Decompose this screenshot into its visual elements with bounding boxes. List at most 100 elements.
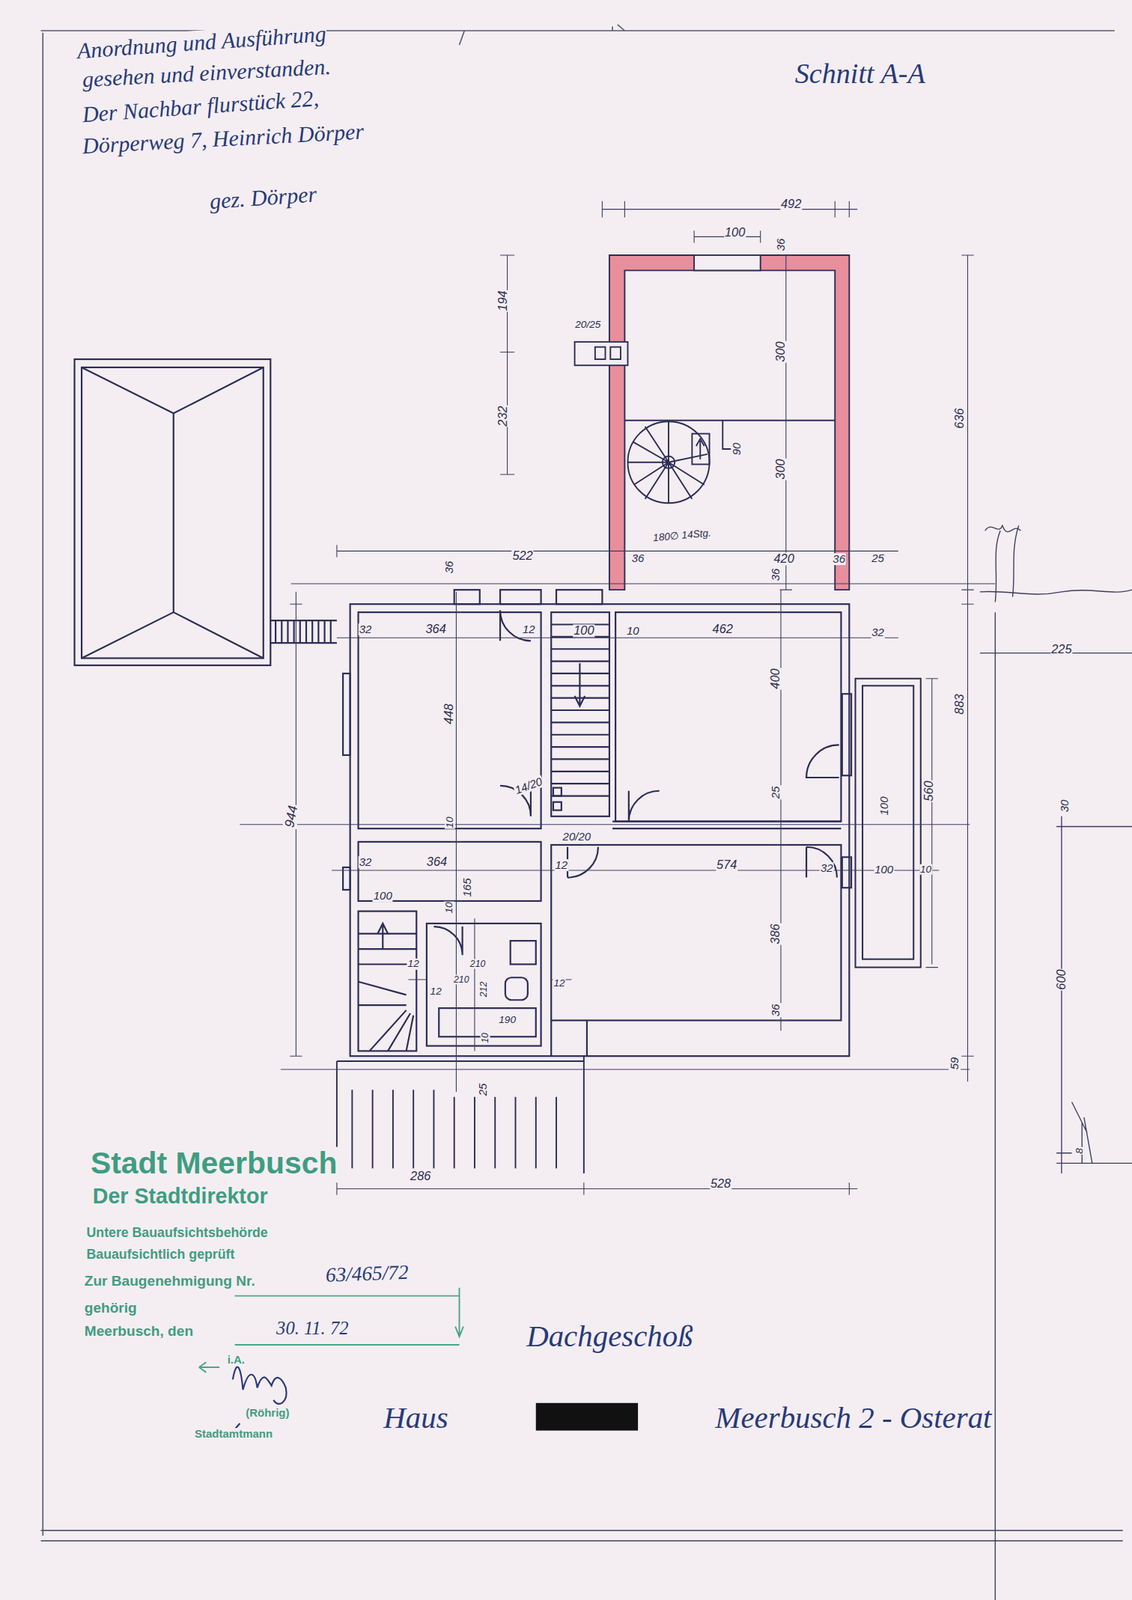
house-walls-part — [342, 673, 351, 756]
dimension-number: 522 — [511, 549, 534, 563]
stair-tower-part — [610, 347, 621, 360]
paper-edges-part — [41, 30, 1124, 1542]
dimension-lines-part — [336, 631, 899, 644]
house-walls-part — [551, 1020, 587, 1057]
dimension-number: 12 — [521, 623, 537, 636]
handwritten-note: 63/465/72 — [324, 1262, 409, 1287]
dimension-number: 420 — [772, 553, 795, 566]
stamp-text: Untere Bauaufsichtsbehörde — [86, 1226, 269, 1241]
house-walls-part — [806, 847, 838, 879]
stamp-text: gehörig — [83, 1301, 138, 1317]
dimension-number: 600 — [1054, 968, 1068, 991]
dimension-number: 100 — [372, 890, 394, 903]
house-walls-part — [628, 791, 660, 823]
house-walls-part — [358, 911, 418, 1052]
dimension-number: 32 — [819, 862, 835, 875]
paper-edges — [41, 24, 1124, 1542]
dimension-lines-part — [336, 1182, 858, 1195]
dimension-number: 194 — [497, 290, 510, 313]
stair-tower-part — [696, 438, 705, 459]
terrace-hatch-part — [351, 1090, 557, 1169]
house-walls-part — [551, 845, 841, 1022]
dimension-lines-part — [780, 255, 793, 590]
dimension-number: 364 — [425, 623, 447, 637]
dimension-number: 20/25 — [574, 318, 602, 330]
house-walls — [342, 589, 852, 1057]
dimension-lines-part — [961, 255, 974, 1082]
stamp-text: Meerbusch, den — [83, 1324, 194, 1340]
house-walls-part — [358, 842, 542, 902]
dimension-number: 210 — [452, 974, 470, 985]
house-walls-part — [806, 744, 840, 778]
stamp-text: Der Stadtdirektor — [92, 1185, 269, 1208]
handwritten-note: Haus — [382, 1403, 449, 1436]
stair-tower-part — [691, 434, 709, 465]
house-walls-part — [433, 926, 462, 956]
garage-part — [270, 620, 337, 644]
dimension-number: 286 — [409, 1170, 432, 1183]
handwritten-note: gesehen und einverstanden. — [80, 54, 332, 92]
stair-tower — [574, 255, 850, 590]
dimension-number: 12 — [553, 978, 566, 990]
dimension-number: 100 — [723, 226, 746, 239]
dimension-number: 400 — [769, 667, 783, 690]
dimension-lines-part — [601, 201, 858, 218]
dimension-number: 12 — [429, 986, 443, 998]
balcony-part — [862, 685, 914, 960]
dimension-number: 210 — [469, 959, 486, 970]
handwritten-note: gez. Dörper — [208, 181, 319, 214]
house-walls-part — [505, 977, 528, 1001]
paper-edges-part — [459, 24, 626, 45]
dimension-number: 36 — [443, 560, 456, 575]
dimension-lines-part — [331, 864, 939, 877]
balcony-part — [855, 679, 921, 969]
balcony — [855, 679, 921, 969]
stair-tower-part — [694, 255, 761, 271]
garage-part — [81, 367, 264, 659]
house-walls-part — [377, 923, 388, 950]
dimension-number: 32 — [358, 623, 373, 636]
dimension-number: 25 — [769, 786, 782, 801]
dimension-number: 90 — [730, 442, 743, 457]
house-walls-part — [358, 612, 542, 829]
house-walls-part — [574, 663, 586, 707]
redaction-bar — [536, 1403, 638, 1432]
dimension-number: 492 — [780, 197, 802, 211]
dimension-number: 364 — [425, 855, 448, 869]
dimension-number: 560 — [922, 780, 936, 802]
house-walls-part — [842, 694, 852, 776]
dimension-number: 100 — [572, 624, 595, 638]
dimension-number: 10 — [625, 625, 641, 638]
dimension-number: 100 — [873, 863, 894, 876]
house-walls-part — [510, 941, 537, 965]
section-drawing — [980, 525, 1132, 1600]
dimension-number: 636 — [953, 407, 966, 429]
dimension-number: 10 — [444, 816, 456, 829]
dimension-number: 32 — [358, 856, 373, 869]
dimension-number: 448 — [442, 703, 456, 726]
dimension-number: 36 — [769, 1003, 782, 1018]
dimension-number: 10 — [479, 1032, 490, 1045]
dimension-lines — [239, 201, 995, 1196]
stair-tower-part — [609, 255, 849, 590]
signatures-part — [232, 1367, 287, 1405]
dimension-lines-part — [336, 545, 899, 558]
dimension-number: 25 — [476, 1083, 489, 1098]
dimension-number: 8 — [1074, 1147, 1085, 1156]
house-walls-part — [454, 589, 480, 605]
house-walls-part — [567, 847, 599, 879]
garage-part — [81, 367, 264, 659]
house-walls-part — [426, 923, 542, 1047]
dimension-number: 12 — [554, 859, 569, 872]
stamp-text: Zur Baugenehmigung Nr. — [83, 1274, 257, 1290]
dimension-number: 100 — [878, 796, 891, 817]
dimension-number: 225 — [1050, 643, 1073, 657]
dimension-number: 59 — [948, 1056, 961, 1071]
dimension-number: 14/20 — [512, 775, 546, 797]
dimension-number: 20/20 — [562, 831, 593, 844]
handwritten-note: Der Nachbar flurstück 22, — [80, 86, 321, 127]
house-walls-part — [553, 788, 562, 797]
stair-tower-part — [627, 421, 709, 504]
